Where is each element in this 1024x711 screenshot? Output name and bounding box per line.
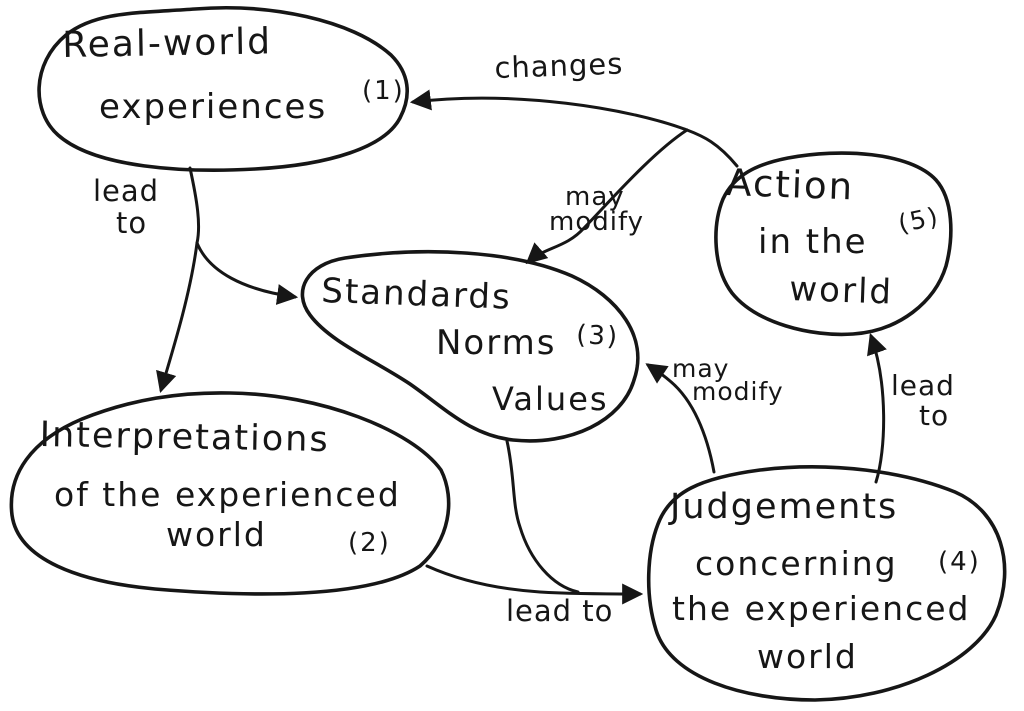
node-3-standards-norms-values-outline (300, 250, 640, 443)
node-2-number: (2) (348, 528, 391, 558)
node-1-label-line-1: Real-world (61, 21, 273, 66)
node-5-label-line-1: Action (725, 161, 855, 209)
node-4-judgements-outline (646, 465, 1007, 702)
node-1-number: (1) (362, 76, 405, 106)
edge-standards-to-judgements (505, 439, 580, 594)
edge-label-lead-to-3: lead to (506, 594, 614, 628)
node-2-label-line-3: world (166, 515, 267, 554)
edge-label-modify-1: modify (549, 207, 645, 237)
edge-action-may-modify-standards (525, 128, 689, 265)
edge-interpretations-lead-to-judgements (425, 564, 644, 605)
node-1-label-line-2: experiences (99, 87, 328, 127)
edge-label-modify-2: modify (692, 377, 784, 406)
edge-label-lead-2: lead (891, 369, 955, 402)
node-4-label-line-2: concerning (695, 544, 898, 583)
node-4-label-line-4: world (757, 637, 858, 676)
node-3-label-line-2: Norms (436, 323, 557, 363)
node-5-label-line-3: world (788, 269, 894, 313)
node-3-label-line-1: Standards (320, 271, 513, 318)
node-4-label-line-1: Judgements (670, 487, 899, 527)
node-2-label-line-1: Interpretations (39, 415, 330, 461)
node-4-label-line-3: the experienced (672, 589, 971, 628)
node-1-real-world-experiences-outline (37, 6, 409, 172)
edge-label-to-2: to (919, 399, 950, 432)
edge-experiences-lead-to-interpretations (156, 166, 201, 394)
edge-judgements-lead-to-action (867, 333, 887, 484)
edge-judgements-may-modify-standards (645, 363, 716, 474)
edge-label-to-1: to (116, 206, 148, 240)
edge-label-may-2: may (672, 354, 730, 383)
node-2-label-line-2: of the experienced (54, 475, 401, 514)
node-5-action-in-the-world-outline (714, 151, 953, 337)
edge-experiences-to-standards (195, 241, 299, 305)
edge-label-lead-1: lead (93, 174, 160, 208)
node-3-label-line-3: Values (492, 380, 609, 418)
node-4-number: (4) (938, 547, 981, 577)
node-5-label-line-2: in the (758, 222, 868, 262)
edge-label-changes: changes (493, 46, 624, 85)
edge-action-changes-experiences (409, 89, 739, 168)
edge-label-may-1: may (565, 182, 625, 212)
node-2-interpretations-outline (9, 391, 451, 596)
node-3-number: (3) (575, 320, 620, 353)
